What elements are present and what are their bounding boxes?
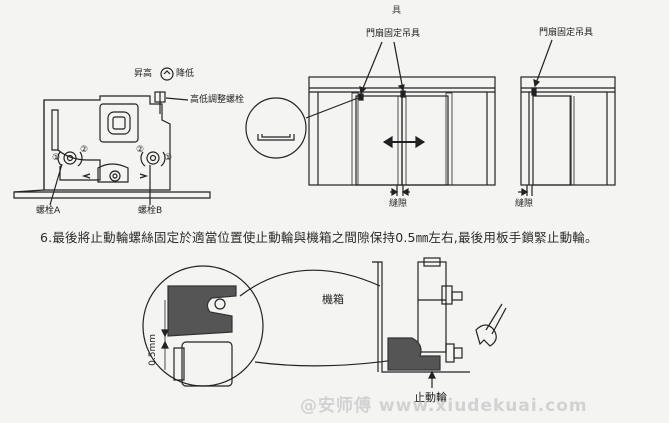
bolt-a-label: 螺栓A (36, 206, 61, 216)
bolt-b-label: 螺栓B (138, 206, 163, 216)
lower-label: 降低 (176, 69, 195, 79)
stopper-detail-drawing (142, 257, 507, 388)
single-door-drawing (518, 39, 616, 197)
box-label: 機箱 (322, 293, 344, 306)
callout-1-left: ① (52, 153, 61, 163)
header-fragment-text: 具 (392, 6, 402, 16)
adjust-screw-label: 高低調整螺栓 (190, 95, 245, 105)
hanger-label-double: 門扇固定吊具 (366, 29, 421, 39)
callout-1-right: ① (164, 153, 173, 163)
gap-dimension-label: 0.5mm (148, 334, 158, 366)
raise-label: 昇高 (134, 69, 153, 79)
motor-unit-drawing (13, 67, 211, 206)
hanger-label-single: 門扇固定吊具 (539, 28, 594, 38)
watermark: @安师傅 www.xiudekuai.com (300, 396, 588, 416)
step-6-instruction: 6.最後將止動輪螺絲固定於適當位置使止動輪與機箱之間隙保持0.5㎜左右,最後用板… (40, 230, 598, 245)
callout-2-right: ② (136, 145, 145, 155)
gap-label-single: 縫隙 (515, 199, 534, 209)
callout-2-left: ② (80, 145, 89, 155)
double-door-drawing (245, 41, 496, 197)
stopper-label: 止動輪 (414, 391, 447, 404)
gap-label-double: 縫隙 (389, 199, 408, 209)
